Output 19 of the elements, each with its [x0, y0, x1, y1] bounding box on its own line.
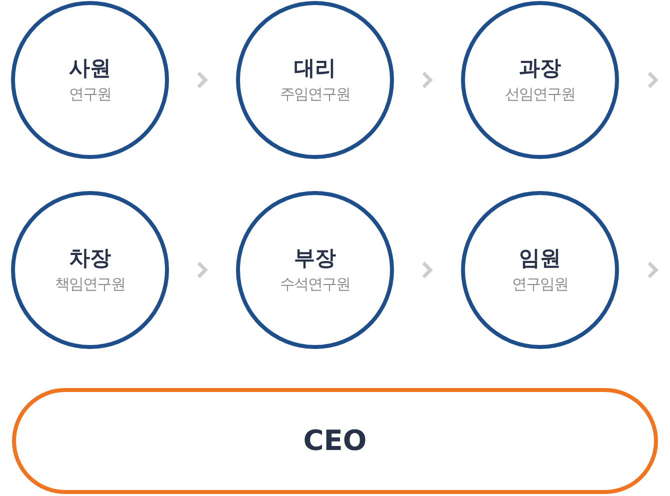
rank-title: 대리: [294, 55, 336, 82]
chevron-arrow: [648, 262, 658, 278]
chevron-arrow: [197, 262, 208, 278]
rank-title: 차장: [69, 245, 111, 272]
rank-subtitle: 연구원: [69, 84, 111, 105]
chevron-arrow: [422, 262, 433, 278]
chevron-arrow: [648, 72, 658, 88]
rank-subtitle: 수석연구원: [280, 274, 350, 295]
chevron-arrow: [422, 72, 433, 88]
rank-subtitle: 주임연구원: [280, 84, 350, 105]
rank-title: 과장: [519, 55, 561, 82]
rank-subtitle: 책임연구원: [55, 274, 125, 295]
rank-subtitle: 선임연구원: [505, 84, 575, 105]
rank-title: 부장: [294, 245, 336, 272]
rank-title: 사원: [69, 55, 111, 82]
rank-title: 임원: [519, 245, 561, 272]
rank-title: CEO: [303, 423, 367, 459]
rank-subtitle: 연구임원: [512, 274, 568, 295]
chevron-arrow: [197, 72, 208, 88]
